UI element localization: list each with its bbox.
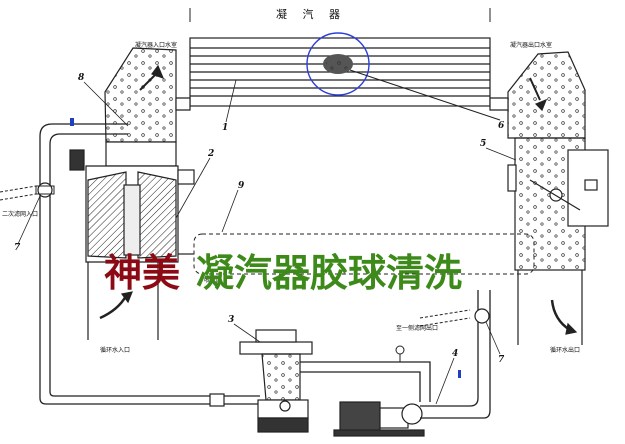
dashed-inlet-arrow <box>0 185 37 201</box>
callout-9: 9 <box>238 181 245 191</box>
callout-5: 5 <box>480 139 486 149</box>
dashed-outlet-arrow <box>419 309 471 327</box>
callout-7-right: 7 <box>498 355 505 365</box>
left-circulating-pipe <box>87 262 159 340</box>
pump-discharge-pipe <box>300 290 491 419</box>
watermark-green-text: 凝汽器胶球清洗 <box>196 251 462 295</box>
callout-2: 2 <box>207 149 214 159</box>
condenser-tube-bundle <box>189 37 491 107</box>
callout-8: 8 <box>78 73 85 83</box>
watermark: 神美 凝汽器胶球清洗 <box>104 251 462 295</box>
circulating-inlet-label: 循环水入口 <box>100 346 130 354</box>
ball-catch-label: 收球网 <box>204 276 222 284</box>
watermark-red-text: 神美 <box>104 251 180 295</box>
pressure-gauge <box>395 345 405 362</box>
callout-1: 1 <box>222 123 228 133</box>
left-isolation-valve <box>35 182 55 198</box>
circulating-outlet-label: 循环水出口 <box>550 346 580 354</box>
callout-3: 3 <box>228 315 234 325</box>
inlet-water-chamber <box>104 47 191 143</box>
callout-7-left: 7 <box>14 243 21 253</box>
callout-numbers: 1 2 3 4 5 6 7 7 8 9 <box>14 73 517 405</box>
blue-marker <box>70 118 74 126</box>
callout-6: 6 <box>498 121 505 131</box>
return-valve <box>209 393 225 407</box>
inlet-chamber-label: 凝汽器入口水室 <box>135 41 177 49</box>
secondary-filter-body <box>69 141 195 263</box>
ball-in-tube-detail <box>306 32 501 121</box>
right-isolation-valve <box>474 308 490 324</box>
blue-marker <box>458 370 461 378</box>
ball-return-pipe <box>39 123 260 405</box>
ball-pump-motor <box>333 401 425 437</box>
ball-collector-vessel <box>239 329 313 433</box>
outlet-water-chamber <box>489 51 586 139</box>
callout-4: 4 <box>452 349 458 359</box>
right-circulating-pipe <box>517 270 583 345</box>
secondary-filter-inlet-label: 二次滤网入口 <box>2 210 38 218</box>
secondary-filter-outlet-label: 至一侧滤网出口 <box>396 324 438 332</box>
diagram-title: 凝 汽 器 <box>276 7 346 21</box>
right-ball-collector <box>507 137 609 271</box>
outlet-chamber-label: 凝汽器出口水室 <box>510 41 552 49</box>
